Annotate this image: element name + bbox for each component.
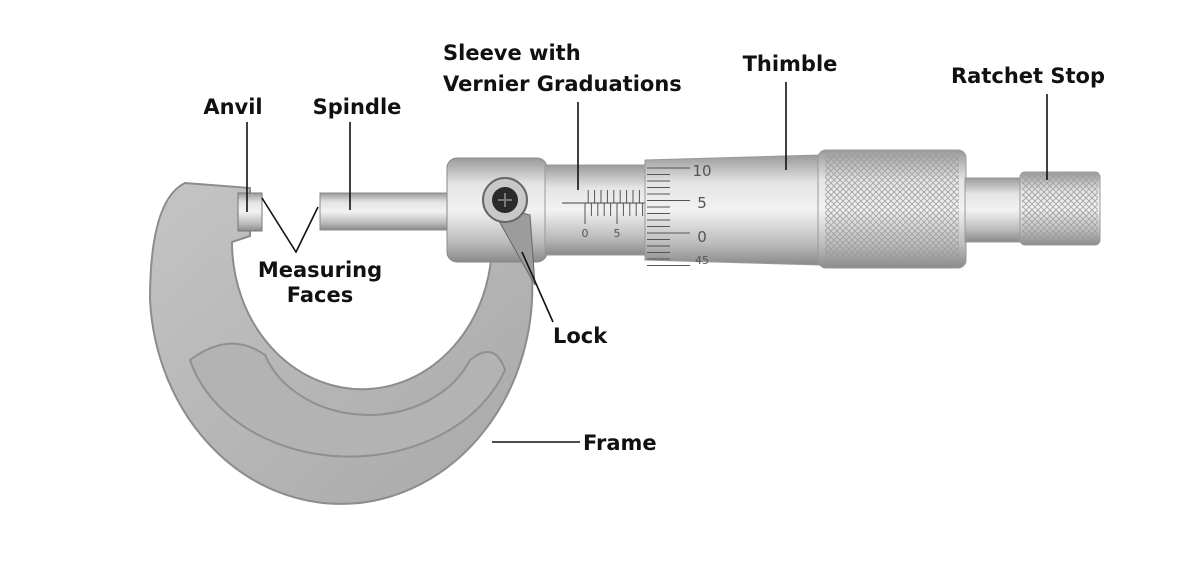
thimble-scale-0: 0 <box>697 228 707 246</box>
thimble-grip <box>817 149 967 269</box>
ratchet-neck <box>964 177 1024 243</box>
spindle <box>319 192 453 231</box>
label-measuring-faces-line1: Measuring <box>258 258 382 282</box>
label-thimble: Thimble <box>743 52 838 76</box>
label-spindle: Spindle <box>313 95 402 119</box>
sleeve-scale-0: 0 <box>582 227 589 240</box>
label-sleeve-line2: Vernier Graduations <box>443 72 682 96</box>
label-measuring-faces-line2: Faces <box>287 283 353 307</box>
thimble-scale-45: 45 <box>695 254 709 267</box>
label-ratchet-stop: Ratchet Stop <box>951 64 1105 88</box>
lock <box>482 177 536 286</box>
frame <box>148 181 534 505</box>
ratchet-stop <box>1019 171 1101 246</box>
label-frame: Frame <box>583 431 657 455</box>
label-lock: Lock <box>553 324 608 348</box>
measuring-faces-leader <box>261 197 319 254</box>
sleeve-scale-5: 5 <box>614 227 621 240</box>
thimble: 10 5 0 45 <box>644 154 821 267</box>
thimble-scale-5: 5 <box>697 194 707 212</box>
sleeve: 0 5 <box>544 164 660 256</box>
anvil <box>237 192 263 232</box>
lock-leader <box>521 251 554 323</box>
label-anvil: Anvil <box>203 95 262 119</box>
thimble-scale-10: 10 <box>692 162 711 180</box>
label-sleeve-line1: Sleeve with <box>443 41 581 65</box>
